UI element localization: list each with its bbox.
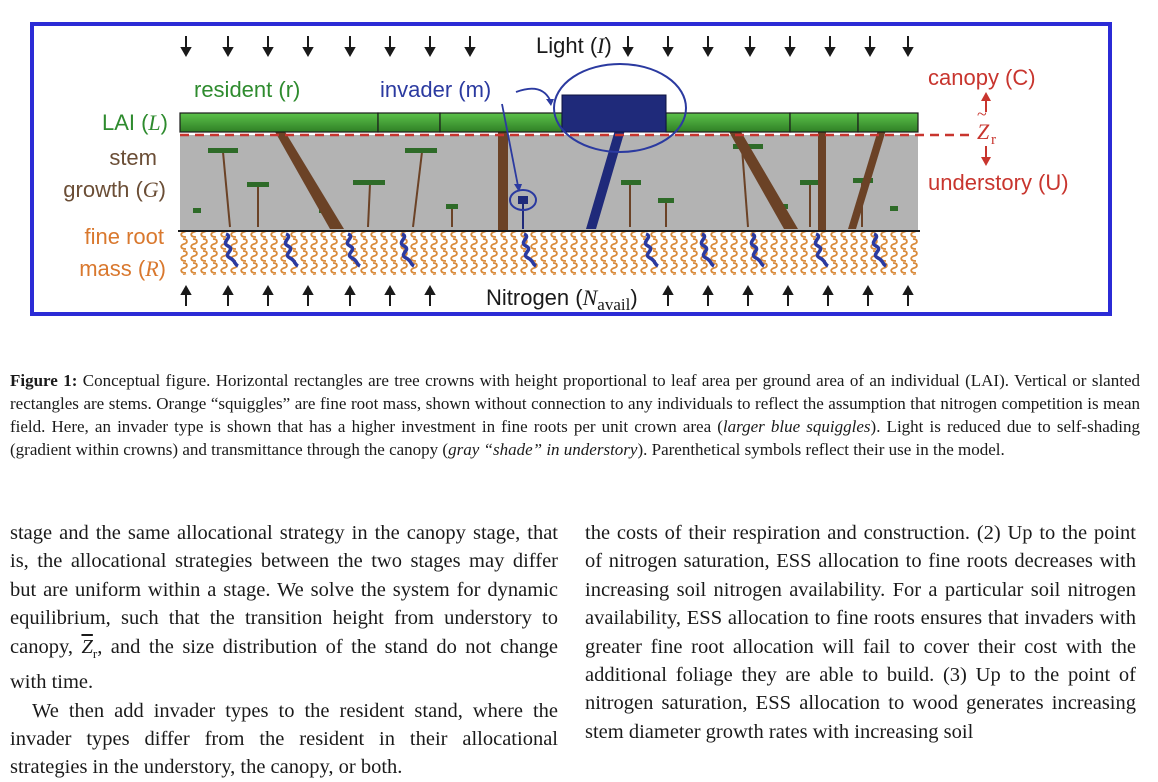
fine-root-zone xyxy=(180,231,918,275)
stem-label: stem xyxy=(109,145,157,170)
light-label: Light (I) xyxy=(536,33,612,58)
invader-crown xyxy=(562,95,666,132)
body-column-right: the costs of their respiration and const… xyxy=(585,519,1136,746)
invader-seedling-crown xyxy=(518,196,528,204)
understory-label: understory (U) xyxy=(928,170,1069,195)
caption-text-3: ). Parenthetical symbols reflect their u… xyxy=(637,440,1004,459)
paragraph: the costs of their respiration and const… xyxy=(585,519,1136,746)
canopy-crowns xyxy=(180,113,918,132)
resident-label: resident (r) xyxy=(194,77,300,102)
mass-label: mass (R) xyxy=(79,256,166,281)
paragraph: stage and the same allocational strategy… xyxy=(10,519,558,697)
transition-subscript: r xyxy=(991,132,996,148)
lai-label: LAI (L) xyxy=(102,110,168,135)
caption-italic-2: gray “shade” in understory xyxy=(448,440,637,459)
caption-italic-1: larger blue squiggles xyxy=(723,417,871,436)
canopy-label: canopy (C) xyxy=(928,65,1036,90)
transition-height-symbol: Z xyxy=(81,636,92,658)
body-column-left: stage and the same allocational strategy… xyxy=(10,519,558,782)
invader-label: invader (m) xyxy=(380,77,491,102)
caption-label: Figure 1: xyxy=(10,371,77,390)
growth-label: growth (G) xyxy=(63,177,166,202)
figure-caption: Figure 1: Conceptual figure. Horizontal … xyxy=(10,369,1140,461)
paragraph: We then add invader types to the residen… xyxy=(10,697,558,782)
transition-tilde: ~ xyxy=(977,104,987,124)
fine-root-label: fine root xyxy=(85,224,165,249)
conceptual-figure: Light (I) Nitrogen (Navail) resident (r)… xyxy=(30,22,1112,316)
